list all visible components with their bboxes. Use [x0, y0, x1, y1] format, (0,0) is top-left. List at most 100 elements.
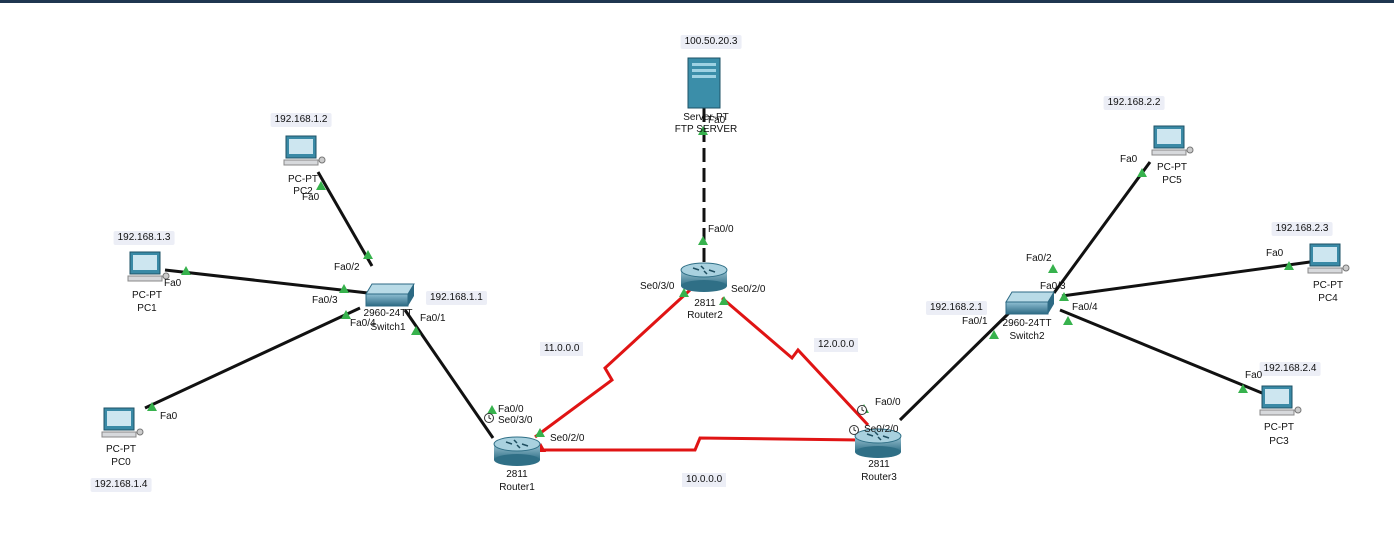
router1-model-label: 2811 [506, 469, 528, 480]
pc3-model-label: PC-PT [1264, 422, 1294, 433]
link-router1-router2[interactable] [534, 288, 692, 439]
pc0-name-label: PC0 [111, 457, 131, 468]
status-sw1-fa03-icon [339, 284, 349, 293]
sw2-fa01-label: Fa0/1 [962, 316, 988, 327]
switch2-model-label: 2960-24TT [1002, 318, 1052, 329]
r1-se020-label: Se0/2/0 [550, 433, 585, 444]
status-r1-fa00-icon [487, 405, 497, 414]
sw1-fa02-label: Fa0/2 [334, 262, 360, 273]
status-pc4-fa0-icon [1284, 261, 1294, 270]
r1-se030-label: Se0/3/0 [498, 415, 533, 426]
router1-name-label: Router1 [499, 482, 535, 493]
switch2-name-label: Switch2 [1009, 331, 1045, 342]
link-pc2-switch1[interactable] [316, 171, 374, 267]
status-pc0-fa0-icon [147, 402, 157, 411]
router-icon[interactable] [854, 428, 902, 458]
status-sw2-fa04-icon [1063, 316, 1073, 325]
status-r2-se030-icon [679, 288, 689, 297]
pc0-ip-label: 192.168.1.4 [90, 478, 152, 492]
status-r2-fa00-icon [698, 236, 708, 245]
pc-icon[interactable] [1151, 125, 1194, 156]
clock-icon [484, 413, 494, 423]
sw2-fa03-label: Fa0/3 [1040, 281, 1066, 292]
link-pc1-switch1[interactable] [164, 268, 369, 295]
status-pc5-fa0-icon [1137, 168, 1147, 177]
sw1-fa01-label: Fa0/1 [420, 313, 446, 324]
pc3-port-label: Fa0 [1245, 370, 1263, 381]
pc4-port-label: Fa0 [1266, 248, 1284, 259]
pc5-port-label: Fa0 [1120, 154, 1138, 165]
pc-icon[interactable] [1307, 243, 1350, 274]
server-name-label: FTP SERVER [674, 124, 738, 135]
switch1-name-label: Switch1 [370, 322, 406, 333]
pc-icon[interactable] [101, 407, 144, 438]
clock-icon [849, 425, 859, 435]
link-switch2-pc4[interactable] [1061, 260, 1311, 298]
link-switch2-pc3[interactable] [1059, 308, 1263, 395]
link-router1-router3[interactable] [540, 436, 861, 452]
link-router2-router3[interactable] [721, 296, 870, 427]
pc2-name-label: PC2 [293, 186, 313, 197]
pc4-name-label: PC4 [1318, 293, 1338, 304]
router2-model-label: 2811 [694, 298, 716, 309]
status-sw1-fa01-icon [411, 326, 421, 335]
sw2-fa02-label: Fa0/2 [1026, 253, 1052, 264]
title-bar [0, 0, 1394, 3]
pc3-ip-label: 192.168.2.4 [1259, 362, 1321, 376]
pc2-ip-label: 192.168.1.2 [270, 113, 332, 127]
switch2-ip-label: 192.168.2.1 [926, 301, 987, 315]
r3-fa00-label: Fa0/0 [875, 397, 901, 408]
pc-icon[interactable] [1259, 385, 1302, 416]
pc5-ip-label: 192.168.2.2 [1103, 96, 1165, 110]
pc1-port-label: Fa0 [164, 278, 182, 289]
router-icon[interactable] [493, 436, 541, 466]
switch1-ip-label: 192.168.1.1 [426, 291, 487, 305]
network-r2-r3-label: 12.0.0.0 [814, 338, 859, 352]
router-icon[interactable] [680, 262, 728, 292]
pc3-name-label: PC3 [1269, 436, 1289, 447]
status-server-fa0-icon [698, 126, 708, 135]
pc-icon[interactable] [127, 251, 170, 282]
link-switch2-pc5[interactable] [1052, 161, 1152, 294]
status-sw2-fa02-icon [1048, 264, 1058, 273]
pc4-ip-label: 192.168.2.3 [1271, 222, 1333, 236]
status-r2-se020-icon [719, 296, 729, 305]
link-pc0-switch1[interactable] [144, 306, 361, 410]
status-sw1-fa04-icon [341, 310, 351, 319]
server-model-label: Server-PT [683, 112, 729, 123]
clock-icon [857, 405, 867, 415]
pc-icon[interactable] [283, 135, 326, 166]
status-pc3-fa0-icon [1238, 384, 1248, 393]
server-icon[interactable] [687, 57, 721, 109]
link-status-indicators [147, 126, 1294, 452]
sw2-fa04-label: Fa0/4 [1072, 302, 1098, 313]
status-sw2-fa03-icon [1059, 292, 1069, 301]
r2-se020-label: Se0/2/0 [731, 284, 766, 295]
pc1-model-label: PC-PT [132, 290, 162, 301]
status-pc1-fa0-icon [181, 266, 191, 275]
pc1-ip-label: 192.168.1.3 [113, 231, 175, 245]
network-r1-r2-label: 11.0.0.0 [540, 342, 584, 356]
r1-fa00-label: Fa0/0 [498, 404, 524, 415]
switch1-model-label: 2960-24TT [363, 308, 413, 319]
r2-se030-label: Se0/3/0 [640, 281, 675, 292]
link-router3-switch2[interactable] [898, 308, 1014, 422]
server-port-label: Fa0 [708, 115, 726, 126]
network-r1-r3-label: 10.0.0.0 [682, 473, 727, 487]
pc0-port-label: Fa0 [160, 411, 178, 422]
sw1-fa03-label: Fa0/3 [312, 295, 338, 306]
status-pc2-fa0-icon [316, 181, 326, 190]
link-switch1-router1[interactable] [403, 309, 495, 439]
switch-icon[interactable] [365, 283, 415, 307]
status-r1-se030-icon [535, 428, 545, 437]
pc2-model-label: PC-PT [288, 174, 318, 185]
router3-model-label: 2811 [868, 459, 890, 470]
pc5-name-label: PC5 [1162, 175, 1182, 186]
router3-name-label: Router3 [861, 472, 897, 483]
server-ip-label: 100.50.20.3 [680, 35, 742, 49]
status-sw2-fa01-icon [989, 330, 999, 339]
sw1-fa04-label: Fa0/4 [350, 318, 376, 329]
switch-icon[interactable] [1005, 291, 1055, 315]
r3-se020-label: Se0/2/0 [864, 424, 899, 435]
